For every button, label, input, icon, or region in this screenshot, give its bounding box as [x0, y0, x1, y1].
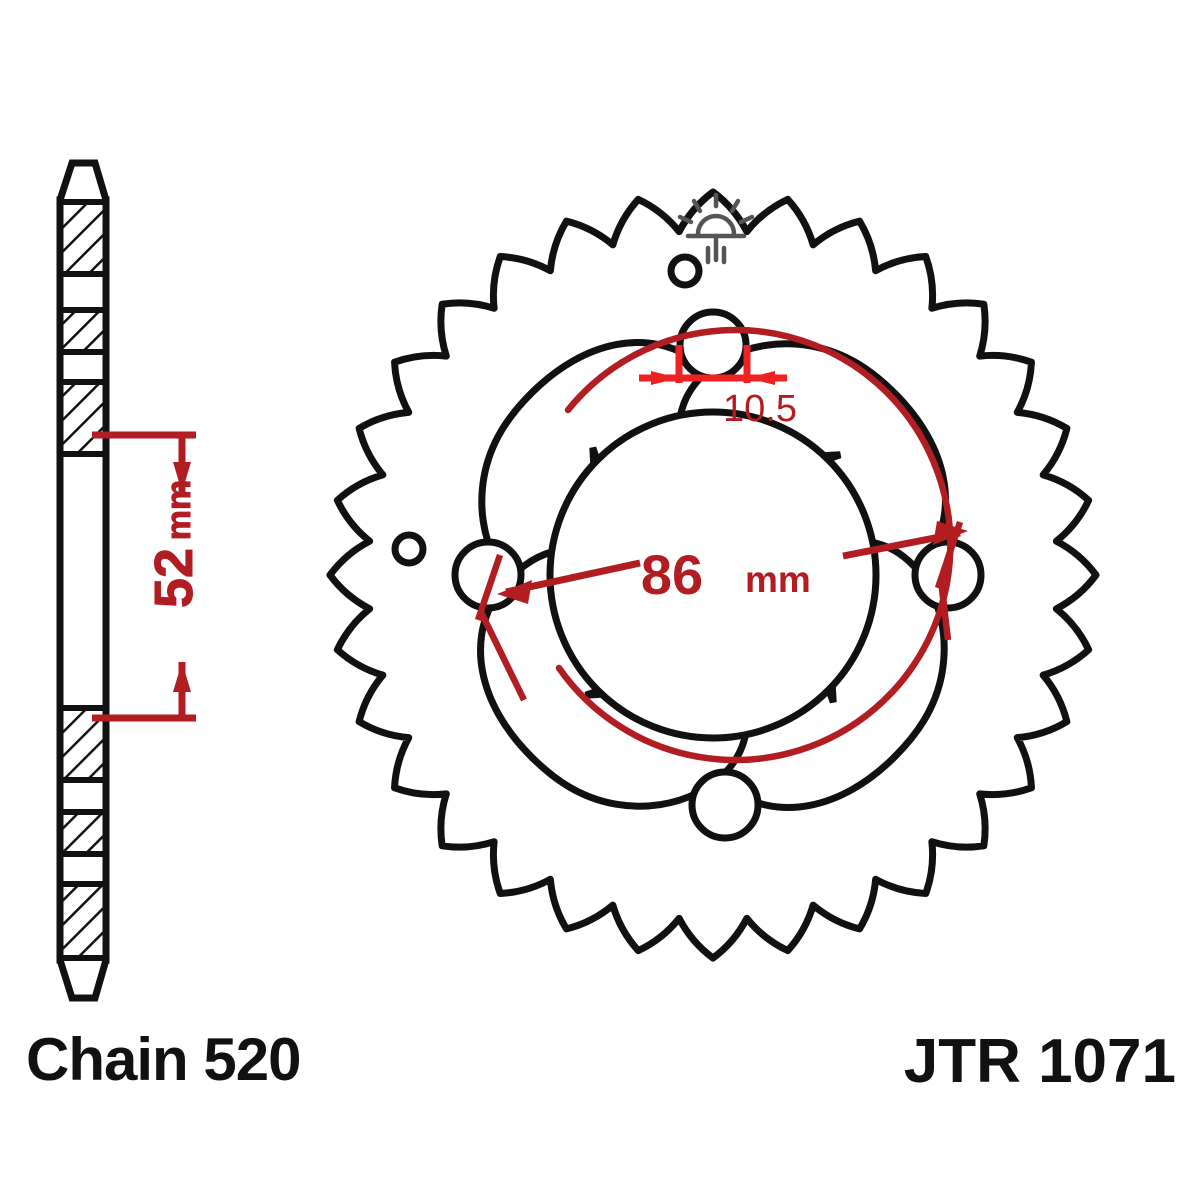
- side-hatch-group: [60, 202, 106, 958]
- dimension-thickness-52mm: 52 mm: [92, 431, 205, 722]
- timing-hole-top: [667, 253, 703, 289]
- sunrise-ray: [738, 214, 755, 225]
- dim52-text-group: 52 mm: [144, 479, 205, 608]
- dim52-arrow-bottom: [173, 662, 191, 692]
- dim86-unit: mm: [745, 559, 811, 600]
- sunrise-ray: [729, 198, 741, 214]
- side-hatch-block: [60, 812, 106, 854]
- dimension-bolt-hole-10-5: 10.5: [639, 345, 797, 430]
- sprocket-face-view: [326, 188, 1100, 962]
- side-profile-view: [56, 159, 110, 1002]
- dim86-tick-left: [474, 553, 504, 622]
- dim105-arrow-right: [747, 371, 775, 385]
- dim86-value: 86: [641, 543, 703, 606]
- bolt-hole-top: [676, 308, 750, 382]
- dim86-ext-right: [937, 579, 952, 641]
- timing-hole-left: [391, 531, 427, 567]
- side-hatch-block: [60, 382, 106, 454]
- center-bore: [546, 408, 880, 742]
- side-hatch-block: [60, 202, 106, 274]
- side-tooth-bottom: [56, 958, 110, 1002]
- part-number-label: JTR 1071: [904, 1027, 1176, 1096]
- dim86-ext-left: [478, 610, 527, 702]
- dim52-unit: mm: [160, 480, 198, 540]
- dim52-value: 52: [144, 548, 204, 608]
- side-hatch-block: [60, 310, 106, 352]
- sunrise-arc: [695, 213, 737, 237]
- dim86-arrow-right: [933, 521, 968, 545]
- bolt-hole-bottom: [688, 768, 762, 842]
- dim105-arrow-left: [651, 371, 679, 385]
- sunrise-ray: [677, 214, 694, 225]
- dim86-tick-right: [934, 520, 964, 590]
- side-section-dividers: [60, 199, 106, 961]
- side-hatch-block: [60, 884, 106, 958]
- side-tooth-top: [56, 159, 110, 202]
- dimension-bolt-circle-86mm: 86 mm: [474, 520, 968, 702]
- dim52-arrow-top: [173, 462, 191, 492]
- sunrise-icon: [677, 192, 755, 265]
- sunrise-ray: [691, 198, 703, 214]
- dim86-arrow-left: [497, 580, 532, 604]
- chain-label: Chain 520: [26, 1026, 300, 1093]
- dim105-value: 10.5: [723, 388, 797, 430]
